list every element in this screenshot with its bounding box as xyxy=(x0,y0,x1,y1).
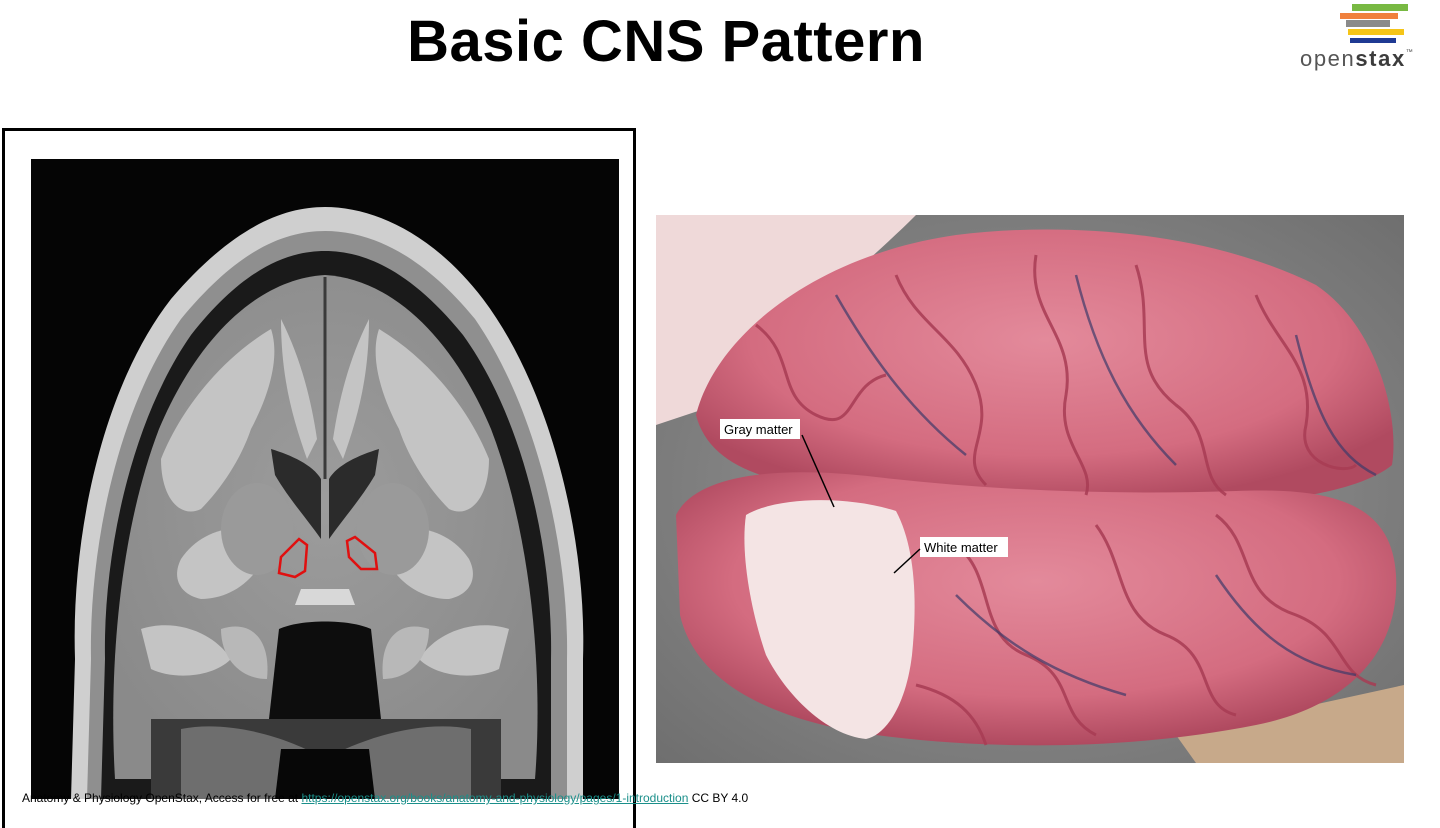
coronal-mri-image xyxy=(31,159,619,799)
openstax-wordmark: openstax™ xyxy=(1300,46,1413,71)
footer-prefix: Anatomy & Physiology OpenStax, Access fo… xyxy=(22,791,302,805)
white-matter-label: White matter xyxy=(924,540,998,555)
openstax-source-link[interactable]: https://openstax.org/books/anatomy-and-p… xyxy=(301,791,689,805)
gray-matter-label-box xyxy=(720,419,800,439)
brain-dissection-photo: Gray matter White matter xyxy=(656,215,1404,763)
white-matter-label-box xyxy=(920,537,1008,557)
mri-figure-frame xyxy=(2,128,636,828)
openstax-logo: openstax™ xyxy=(1298,2,1440,74)
slide-title: Basic CNS Pattern xyxy=(407,9,925,74)
gray-matter-label: Gray matter xyxy=(724,422,793,437)
footer-license: CC BY 4.0 xyxy=(688,791,749,805)
openstax-logo-bars-icon xyxy=(1340,4,1408,43)
footer-citation: Anatomy & Physiology OpenStax, Access fo… xyxy=(22,791,748,805)
